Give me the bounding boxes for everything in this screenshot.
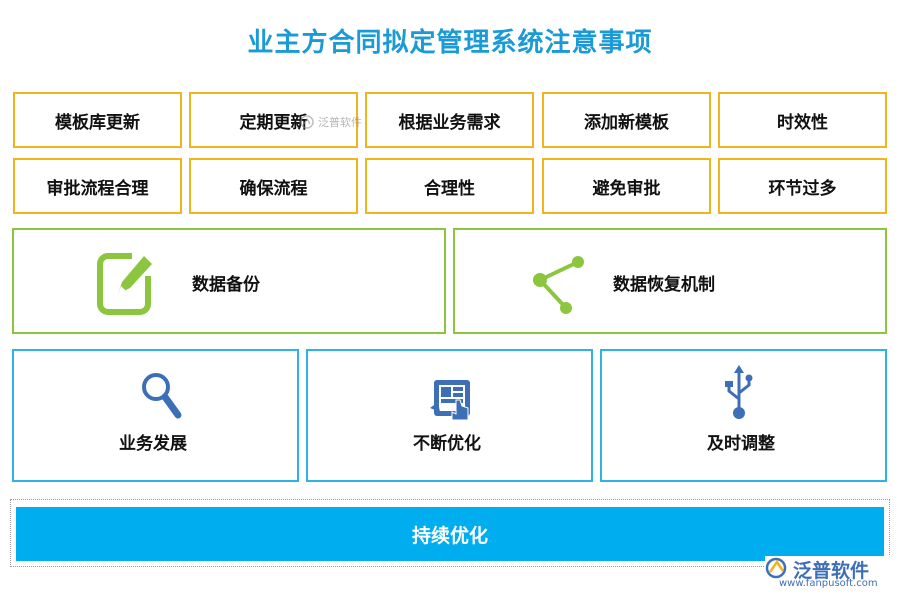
- orange-box-too-many-steps: 环节过多: [718, 158, 887, 214]
- orange-box-timeliness: 时效性: [718, 92, 887, 148]
- blue-box-business-development: 业务发展: [12, 349, 299, 482]
- edit-icon: [97, 248, 154, 315]
- bottom-bar: 持续优化: [16, 507, 884, 561]
- box-label: 时效性: [777, 112, 828, 133]
- orange-box-ensure-process: 确保流程: [189, 158, 358, 214]
- watermark-corner: 泛普软件 www.fanpusoft.com: [765, 556, 890, 592]
- bottom-frame: [10, 499, 890, 567]
- box-label: 数据备份: [192, 275, 260, 295]
- watermark-brand: 泛普软件: [318, 116, 362, 129]
- box-label: 不断优化: [413, 434, 481, 454]
- orange-box-add-template: 添加新模板: [542, 92, 711, 148]
- box-label: 环节过多: [768, 178, 837, 199]
- brand-logo-icon: [765, 557, 787, 579]
- box-label: 及时调整: [707, 434, 775, 454]
- orange-box-regular-update: 定期更新: [189, 92, 358, 148]
- page-title: 业主方合同拟定管理系统注意事项: [247, 28, 653, 58]
- box-label: 定期更新: [239, 112, 308, 133]
- touch-panel-icon: [430, 380, 470, 421]
- blue-box-continuous-optimization: 不断优化: [306, 349, 593, 482]
- usb-icon: [725, 365, 753, 419]
- orange-box-rationality: 合理性: [365, 158, 534, 214]
- watermark-center: 泛普软件: [300, 114, 362, 130]
- search-icon: [142, 373, 182, 419]
- box-label: 审批流程合理: [46, 178, 149, 199]
- box-label: 确保流程: [239, 178, 308, 199]
- brand-logo-icon: [300, 115, 314, 129]
- share-icon: [533, 256, 584, 314]
- box-label: 模板库更新: [55, 112, 140, 133]
- orange-box-template-update: 模板库更新: [13, 92, 182, 148]
- watermark-url: www.fanpusoft.com: [779, 578, 878, 589]
- box-label: 数据恢复机制: [613, 275, 715, 295]
- green-box-data-recovery: 数据恢复机制: [453, 228, 887, 334]
- orange-box-avoid-approval: 避免审批: [542, 158, 711, 214]
- blue-box-timely-adjustment: 及时调整: [600, 349, 887, 482]
- box-label: 根据业务需求: [398, 112, 501, 133]
- box-label: 避免审批: [592, 178, 661, 199]
- orange-box-approval-process: 审批流程合理: [13, 158, 182, 214]
- watermark-brand: 泛普软件: [793, 560, 870, 582]
- box-label: 合理性: [424, 178, 475, 199]
- green-box-data-backup: 数据备份: [12, 228, 446, 334]
- orange-box-business-needs: 根据业务需求: [365, 92, 534, 148]
- box-label: 添加新模板: [584, 112, 669, 133]
- box-label: 业务发展: [119, 434, 187, 454]
- bottom-bar-label: 持续优化: [411, 524, 488, 547]
